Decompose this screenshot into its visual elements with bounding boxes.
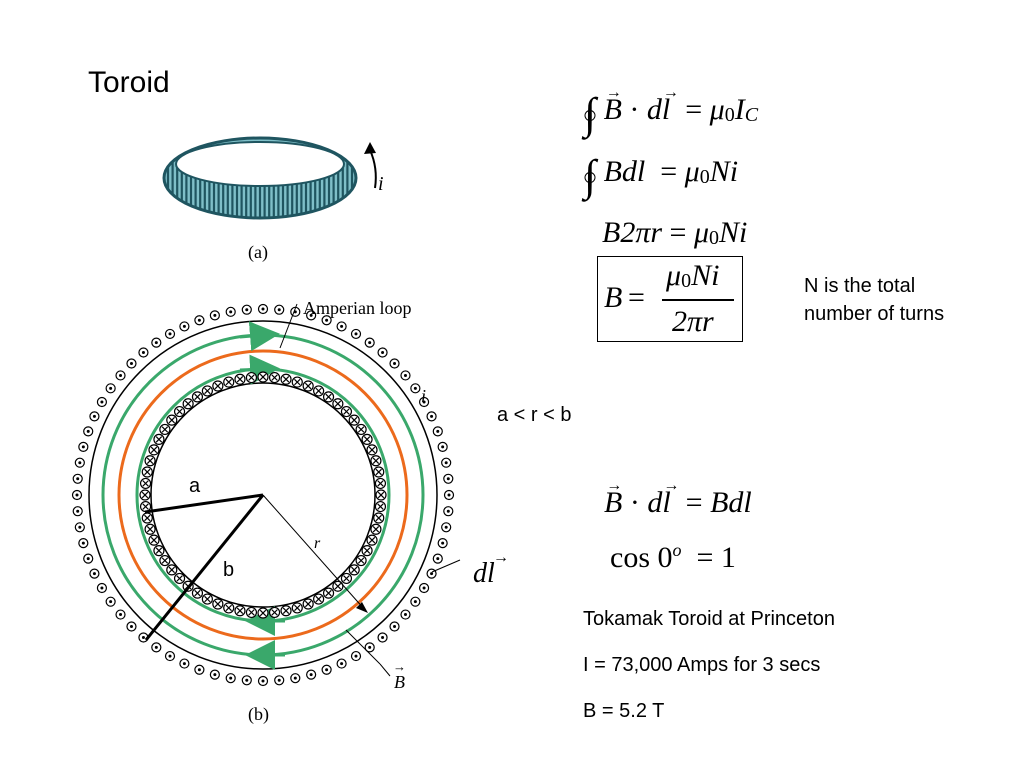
eq6-cos: cos 0: [610, 541, 673, 574]
eq1-subscript-c: C: [744, 104, 759, 126]
eq3-ni: Ni: [719, 216, 748, 249]
current-label-a: i: [378, 173, 384, 195]
eq3-lhs: B2πr: [602, 216, 663, 249]
tokamak-line-2: I = 73,000 Amps for 3 secs: [583, 654, 821, 676]
eq6-rhs: 1: [720, 541, 736, 574]
contour-integral-icon: ∫: [584, 89, 597, 138]
dl-label: dl: [473, 558, 495, 589]
slide-title: Toroid: [88, 66, 170, 99]
contour-integral-icon-2: ∫: [584, 151, 597, 200]
tokamak-line-3: B = 5.2 T: [583, 700, 665, 722]
b-label: b: [223, 559, 234, 581]
eq3-zero: 0: [709, 227, 720, 249]
equation-2: ∫ Bdl = μ0Ni: [584, 151, 739, 200]
fraction-bar: [662, 299, 734, 301]
caption-a: (a): [248, 242, 268, 263]
equation-5: B→ · dl→ = Bdl: [604, 477, 752, 520]
eq1-current: I: [734, 93, 745, 126]
eq4-num-mu: μ: [666, 259, 682, 292]
turns-note-line2: number of turns: [804, 303, 945, 325]
r-label: r: [314, 535, 321, 552]
caption-b: (b): [248, 704, 269, 725]
toroid-cross-section-b: Amperian loop i r a b dl → B → (b): [71, 298, 509, 725]
B-vector-label: B: [394, 672, 405, 692]
toroid-figure-a: i (a): [162, 136, 384, 263]
eq2-mu: μ: [684, 155, 700, 188]
turns-note-line1: N is the total: [804, 275, 916, 297]
radius-r: [262, 494, 366, 611]
a-label: a: [189, 475, 201, 497]
eq4-num-ni: Ni: [691, 259, 720, 292]
eq5-rhs: Bdl: [710, 486, 752, 519]
eq2-ni: Ni: [709, 155, 739, 188]
eq6-degree: o: [672, 540, 682, 560]
eq2-lhs: Bdl: [603, 155, 646, 188]
current-label-b: i: [421, 386, 426, 406]
amperian-loop-label: Amperian loop: [303, 298, 411, 318]
eq3-mu: μ: [693, 216, 710, 249]
radius-a: [144, 493, 264, 514]
equation-6: cos 0o = 1: [610, 540, 736, 574]
radius-b: [144, 494, 265, 641]
svg-text:→: →: [493, 549, 509, 566]
eq4-B: B: [604, 281, 623, 314]
eq4-denominator: 2πr: [672, 305, 714, 338]
eq4-num-zero: 0: [681, 270, 692, 292]
eq1-mu: μ: [709, 93, 725, 126]
range-condition: a < r < b: [497, 404, 572, 426]
svg-text:→: →: [393, 659, 406, 674]
equation-3: B2πr = μ0Ni: [602, 216, 748, 249]
turns-note: N is the total number of turns: [804, 272, 944, 328]
eq2-zero: 0: [699, 166, 710, 188]
tokamak-line-1: Tokamak Toroid at Princeton: [583, 608, 835, 630]
boxed-equation: B = μ0Ni 2πr: [597, 256, 743, 342]
eq1-zero: 0: [724, 104, 735, 126]
equation-1: ∫ B→ · dl→ = μ0IC: [584, 84, 759, 139]
